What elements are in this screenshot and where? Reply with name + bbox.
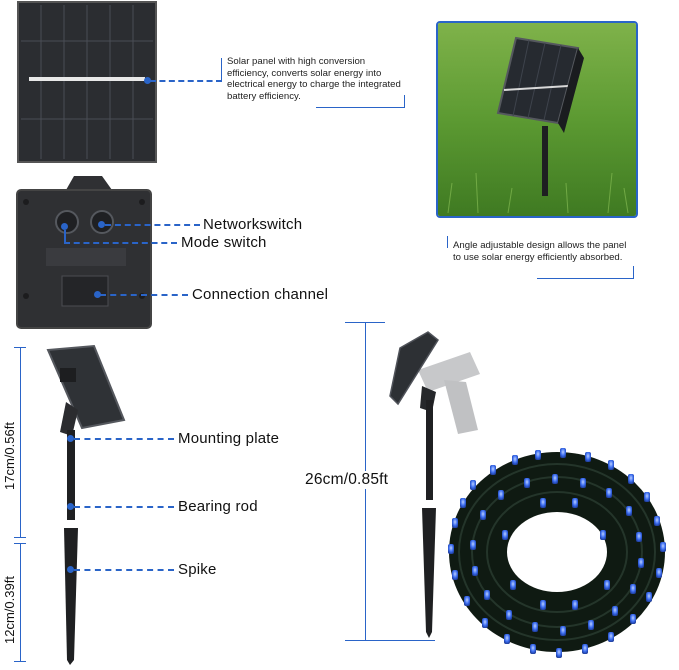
bearing-rod-label: Bearing rod (178, 498, 258, 515)
connection-channel-label: Connection channel (192, 286, 329, 303)
solar-panel-description: Solar panel with high conversion efficie… (227, 56, 401, 102)
total-height-label: 26cm/0.85ft (303, 471, 391, 489)
network-switch-dot (98, 221, 105, 228)
callout-dot (144, 77, 151, 84)
bearing-rod-dot (67, 503, 74, 510)
mounting-plate-dot (67, 435, 74, 442)
led-string-lights-image (448, 448, 666, 658)
spike-dot (67, 566, 74, 573)
grass-photo-frame (436, 21, 638, 218)
mounting-plate-label: Mounting plate (178, 430, 280, 447)
connection-channel-dot (94, 291, 101, 298)
network-switch-label: Networkswitch (203, 216, 303, 233)
lower-height-label: 12cm/0.39ft (2, 576, 17, 644)
mode-switch-label: Mode switch (181, 234, 267, 251)
upper-height-label: 17cm/0.56ft (2, 422, 17, 490)
solar-panel-image (17, 1, 157, 163)
battery-box-image (16, 176, 152, 329)
stake-assembly-image (46, 344, 126, 665)
tilted-stake-image (389, 331, 480, 638)
angle-description: Angle adjustable design allows the panel… (453, 240, 627, 263)
spike-label: Spike (178, 561, 217, 578)
mode-switch-dot (61, 223, 68, 230)
